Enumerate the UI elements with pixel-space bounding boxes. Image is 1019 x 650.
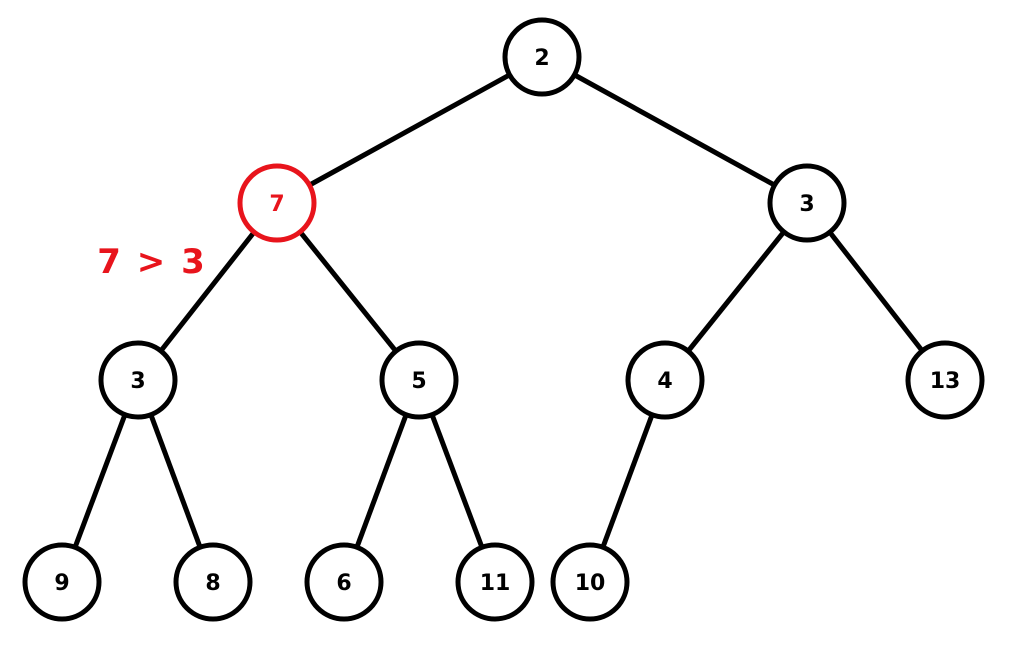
node-label: 5	[411, 369, 426, 394]
tree-node-n8: 8	[173, 542, 253, 622]
node-circle	[22, 542, 102, 622]
node-circle	[379, 340, 459, 420]
tree-node-n9: 6	[304, 542, 384, 622]
tree-node-n4: 5	[379, 340, 459, 420]
tree-nodes: 2 7 3 3 5 4 13 9 8 6 11 10	[22, 17, 985, 622]
node-label: 3	[799, 192, 814, 217]
node-label: 4	[657, 369, 672, 394]
node-circle	[455, 542, 535, 622]
edge-n0-n2	[540, 54, 809, 206]
node-label: 10	[575, 571, 606, 596]
node-circle	[625, 340, 705, 420]
tree-node-n3: 3	[98, 340, 178, 420]
tree-node-n11: 10	[550, 542, 630, 622]
node-circle	[173, 542, 253, 622]
node-circle	[304, 542, 384, 622]
tree-node-n2: 3	[767, 163, 847, 243]
node-circle	[502, 17, 582, 97]
node-label: 8	[205, 571, 220, 596]
edge-n0-n1	[275, 54, 544, 206]
node-label: 3	[130, 369, 145, 394]
node-circle	[237, 163, 317, 243]
node-circle	[550, 542, 630, 622]
node-circle	[767, 163, 847, 243]
node-label: 11	[480, 571, 511, 596]
comparison-annotation: 7 > 3	[97, 242, 206, 282]
tree-node-n7: 9	[22, 542, 102, 622]
node-label: 9	[54, 571, 69, 596]
node-label: 6	[336, 571, 351, 596]
node-label: 13	[930, 369, 961, 394]
tree-edges	[59, 54, 947, 583]
node-circle	[98, 340, 178, 420]
tree-node-n5: 4	[625, 340, 705, 420]
tree-node-n10: 11	[455, 542, 535, 622]
tree-node-n6: 13	[905, 340, 985, 420]
node-label: 7	[269, 192, 284, 217]
tree-node-n0: 2	[502, 17, 582, 97]
tree-node-n1: 7	[237, 163, 317, 243]
node-label: 2	[534, 46, 549, 71]
node-circle	[905, 340, 985, 420]
